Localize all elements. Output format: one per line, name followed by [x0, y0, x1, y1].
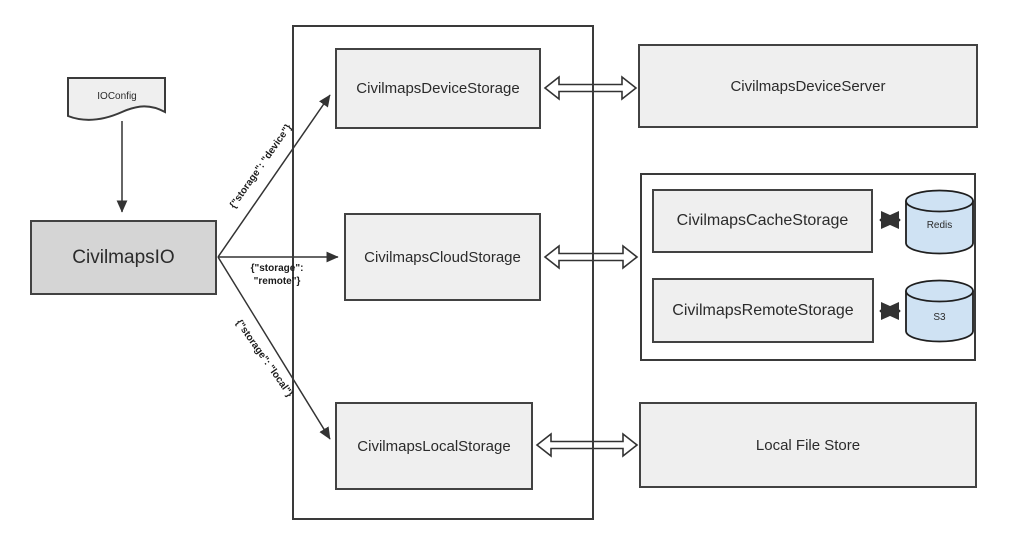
remote-storage-box: CivilmapsRemoteStorage: [652, 278, 874, 343]
edge-io-to-device-storage: [217, 94, 331, 258]
redis-label: Redis: [926, 219, 953, 231]
device-server-box: CivilmapsDeviceServer: [638, 44, 978, 128]
double-arrow-local: [535, 432, 639, 458]
storage-classes-container: [292, 25, 594, 520]
device-storage-box: CivilmapsDeviceStorage: [335, 48, 541, 129]
device-server-label: CivilmapsDeviceServer: [730, 77, 886, 95]
local-file-store-label: Local File Store: [755, 436, 861, 454]
cloud-storage-box: CivilmapsCloudStorage: [344, 213, 541, 301]
local-file-store-box: Local File Store: [639, 402, 977, 488]
edge-label-remote-line1: {"storage":: [250, 263, 304, 274]
local-storage-label: CivilmapsLocalStorage: [357, 437, 511, 455]
local-storage-box: CivilmapsLocalStorage: [335, 402, 533, 490]
ioconfig-document-shape: [67, 77, 166, 121]
civilmaps-io-box: CivilmapsIO: [30, 220, 217, 295]
s3-label: S3: [933, 311, 946, 323]
s3-cylinder: [905, 279, 974, 343]
ioconfig-label: IOConfig: [97, 90, 137, 102]
cloud-backend-container: [640, 173, 976, 361]
cache-storage-box: CivilmapsCacheStorage: [652, 189, 873, 253]
remote-storage-label: CivilmapsRemoteStorage: [672, 301, 854, 319]
device-storage-label: CivilmapsDeviceStorage: [356, 80, 520, 97]
double-arrow-device: [543, 75, 638, 101]
redis-cylinder: [905, 189, 974, 255]
cache-storage-label: CivilmapsCacheStorage: [676, 212, 849, 229]
cloud-storage-label: CivilmapsCloudStorage: [364, 248, 521, 266]
edge-label-remote: {"storage": "remote"}: [227, 262, 327, 288]
civilmaps-io-label: CivilmapsIO: [72, 246, 175, 268]
edge-label-remote-line2: "remote"}: [253, 276, 301, 287]
double-arrow-cloud: [543, 244, 639, 270]
edge-io-to-local-storage: [217, 256, 331, 440]
